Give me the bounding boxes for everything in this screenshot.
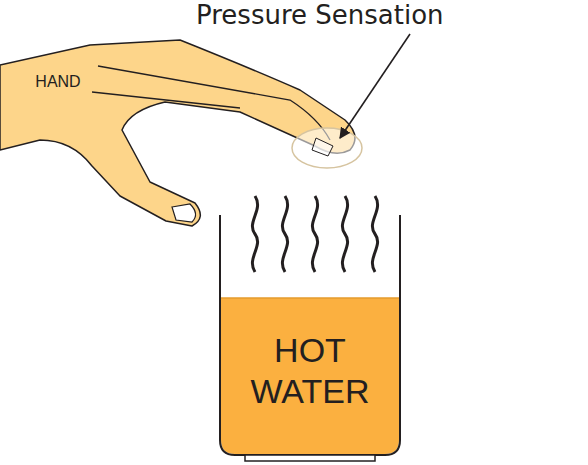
pressure-spot [292, 128, 362, 168]
leader-arrow [340, 34, 410, 138]
finger-nail [312, 138, 333, 156]
finger-line [98, 66, 330, 140]
steam-line [372, 196, 377, 272]
water [221, 298, 399, 454]
node-text: HAND [18, 72, 98, 91]
finger-line [92, 92, 240, 108]
steam [252, 196, 377, 272]
steam-line [342, 196, 347, 272]
steam-line [282, 196, 287, 272]
glass-outline [220, 215, 400, 455]
glass-base [245, 455, 375, 461]
steam-line [312, 196, 317, 272]
water-surface [221, 297, 399, 299]
hand-outline [0, 40, 355, 226]
hand-shape: HAND [18, 72, 98, 92]
thumb-nail [172, 204, 196, 222]
callout-label: Pressure Sensation [196, 0, 444, 30]
water-glass: HOT WATER [225, 330, 395, 412]
node-text: HOT WATER [225, 330, 395, 412]
steam-line [252, 196, 257, 272]
